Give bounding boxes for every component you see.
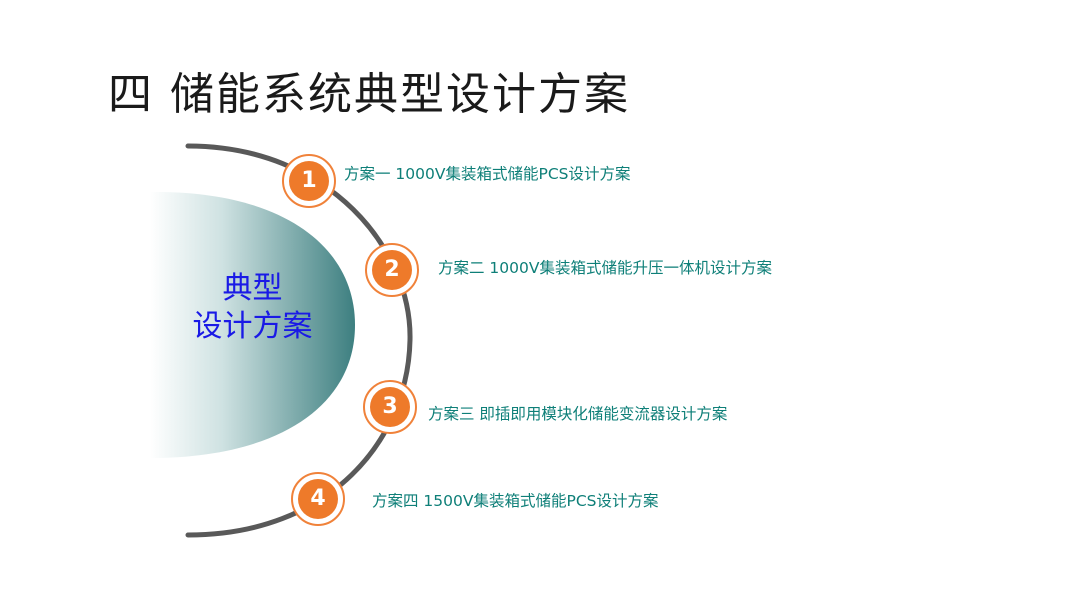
step-4-number: 4: [298, 479, 338, 519]
center-label-line2: 设计方案: [192, 309, 313, 344]
scheme-4-text: 方案四 1500V集装箱式储能PCS设计方案: [372, 492, 659, 510]
scheme-3-text: 方案三 即插即用模块化储能变流器设计方案: [428, 405, 728, 423]
step-4-badge: 4: [291, 472, 345, 526]
step-3-number: 3: [370, 387, 410, 427]
step-2-number: 2: [372, 250, 412, 290]
step-1-badge: 1: [282, 154, 336, 208]
center-dome: [150, 191, 355, 458]
step-2-badge: 2: [365, 243, 419, 297]
page-title: 四 储能系统典型设计方案: [108, 69, 630, 120]
step-1-number: 1: [289, 161, 329, 201]
step-3-badge: 3: [363, 380, 417, 434]
scheme-2-text: 方案二 1000V集装箱式储能升压一体机设计方案: [438, 259, 772, 277]
scheme-1-text: 方案一 1000V集装箱式储能PCS设计方案: [344, 165, 631, 183]
center-label-line1: 典型: [222, 271, 283, 306]
